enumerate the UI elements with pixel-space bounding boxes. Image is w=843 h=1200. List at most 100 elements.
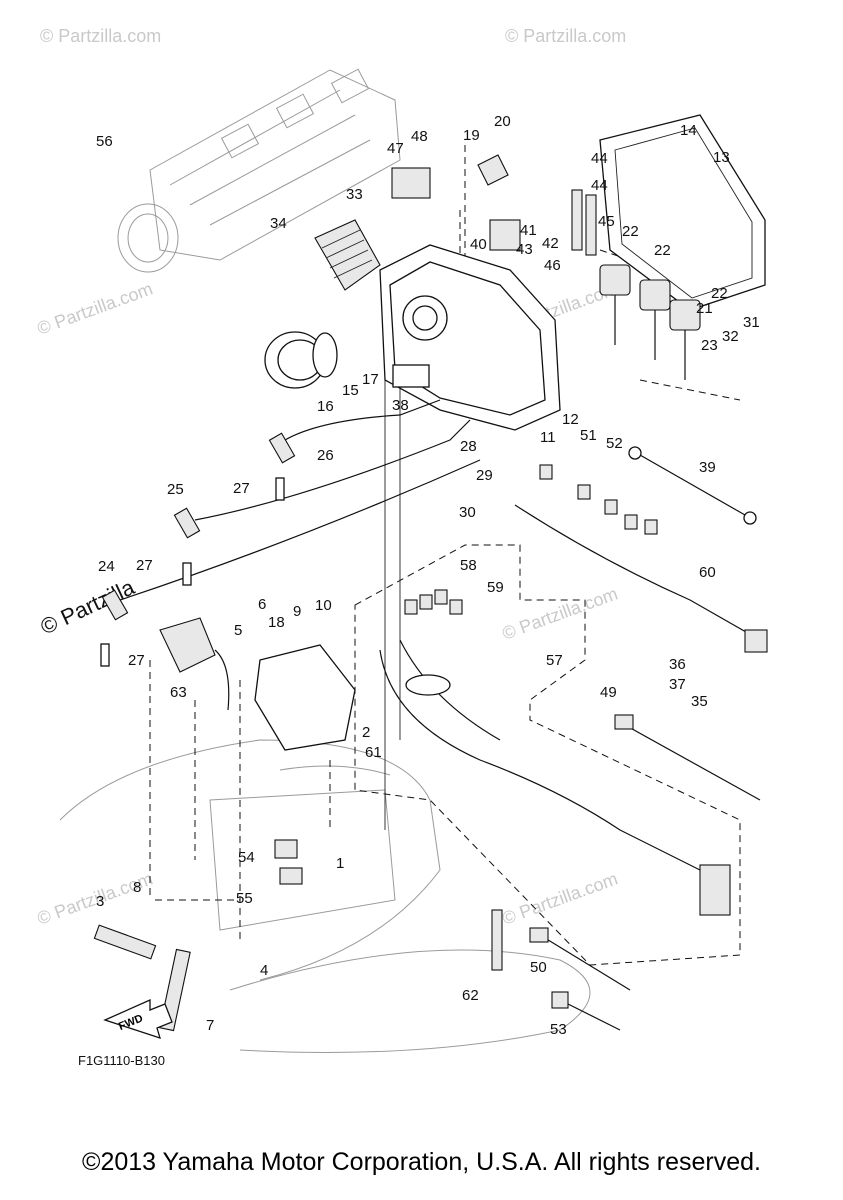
callout-layer: 1 2 3 4 5 6 7 8 9 10 11 12 13 14 15 16 1…: [96, 113, 760, 1038]
callout-40: 40: [470, 236, 487, 253]
callout-28: 28: [460, 438, 477, 455]
callout-53: 53: [550, 1021, 567, 1038]
callout-43: 43: [516, 241, 533, 258]
callout-2: 2: [362, 724, 370, 741]
cable-35: [614, 714, 761, 801]
cable-tie: [491, 909, 503, 971]
callout-1: 1: [336, 855, 344, 872]
callout-58: 58: [460, 557, 477, 574]
spark-plug-caps: [100, 399, 481, 667]
copyright-notice: ©2013 Yamaha Motor Corporation, U.S.A. A…: [82, 1148, 761, 1176]
callout-16: 16: [317, 398, 334, 415]
callout-47: 47: [387, 140, 404, 157]
watermark: © Partzilla.com: [500, 868, 621, 928]
callout-29: 29: [476, 467, 493, 484]
callout-32: 32: [722, 328, 739, 345]
callout-10: 10: [315, 597, 332, 614]
cable-39: [628, 446, 757, 525]
callout-25: 25: [167, 481, 184, 498]
watermark: © Partzilla.com: [505, 26, 626, 46]
callout-22: 22: [654, 242, 671, 259]
callout-54: 54: [238, 849, 255, 866]
callout-42: 42: [542, 235, 559, 252]
callout-44: 44: [591, 177, 608, 194]
callout-52: 52: [606, 435, 623, 452]
callout-61: 61: [365, 744, 382, 761]
callout-15: 15: [342, 382, 359, 399]
fuse-holders: [571, 189, 597, 256]
hull-outline: [59, 739, 591, 1053]
callout-24: 24: [98, 558, 115, 575]
sub-harness: [514, 464, 768, 653]
cap-and-boot: [264, 331, 338, 389]
watermark: © Partzilla.com: [35, 868, 156, 928]
callout-55: 55: [236, 890, 253, 907]
callout-18: 18: [268, 614, 285, 631]
callout-11: 11: [540, 429, 556, 446]
fwd-arrow: FWD: [103, 998, 173, 1040]
callout-49: 49: [600, 684, 617, 701]
callout-7: 7: [206, 1017, 214, 1034]
callout-46: 46: [544, 257, 561, 274]
callout-27: 27: [136, 557, 153, 574]
callout-63: 63: [170, 684, 187, 701]
callout-8: 8: [133, 879, 141, 896]
callout-44: 44: [591, 150, 608, 167]
callout-33: 33: [346, 186, 363, 203]
callout-12: 12: [562, 411, 579, 428]
callout-13: 13: [713, 149, 730, 166]
cdi-unit: [254, 644, 356, 751]
electrical-box: [379, 244, 561, 431]
callout-20: 20: [494, 113, 511, 130]
callout-22: 22: [711, 285, 728, 302]
ignition-coils: [599, 264, 701, 380]
relay: [391, 167, 431, 199]
callout-39: 39: [699, 459, 716, 476]
diagram-code: F1G1110-B130: [78, 1053, 165, 1068]
harness-assembly-boundary: [354, 544, 741, 966]
callout-22: 22: [622, 223, 639, 240]
callout-35: 35: [691, 693, 708, 710]
callout-34: 34: [270, 215, 287, 232]
sensor-63: [159, 617, 230, 711]
callout-37: 37: [669, 676, 686, 693]
callout-3: 3: [96, 893, 104, 910]
callout-41: 41: [520, 222, 537, 239]
callout-17: 17: [362, 371, 379, 388]
callout-36: 36: [669, 656, 686, 673]
callout-5: 5: [234, 622, 242, 639]
callout-9: 9: [293, 603, 301, 620]
sensor-50: [529, 927, 631, 991]
callout-48: 48: [411, 128, 428, 145]
callout-59: 59: [487, 579, 504, 596]
callout-60: 60: [699, 564, 716, 581]
callout-31: 31: [743, 314, 760, 331]
rectifier-regulator: [314, 219, 381, 291]
engine-head-outline: [117, 68, 401, 273]
callout-27: 27: [233, 480, 250, 497]
hull-hardware: [93, 839, 303, 1032]
callout-14: 14: [680, 122, 697, 139]
main-wire-harness: [379, 589, 731, 916]
callout-21: 21: [696, 300, 713, 317]
callout-62: 62: [462, 987, 479, 1004]
callout-45: 45: [598, 213, 615, 230]
callout-19: 19: [463, 127, 480, 144]
bracket: [477, 154, 509, 186]
sensor-53: [551, 991, 621, 1031]
callout-30: 30: [459, 504, 476, 521]
fuse-box: [489, 219, 521, 251]
callout-6: 6: [258, 596, 266, 613]
callout-51: 51: [580, 427, 597, 444]
callout-57: 57: [546, 652, 563, 669]
callout-26: 26: [317, 447, 334, 464]
watermark: © Partzilla.com: [35, 278, 156, 338]
callout-56: 56: [96, 133, 113, 150]
callout-4: 4: [260, 962, 268, 979]
callout-23: 23: [701, 337, 718, 354]
watermark: © Partzilla.com: [500, 583, 621, 643]
watermark: © Partzilla.com: [40, 26, 161, 46]
callout-50: 50: [530, 959, 547, 976]
callout-27: 27: [128, 652, 145, 669]
